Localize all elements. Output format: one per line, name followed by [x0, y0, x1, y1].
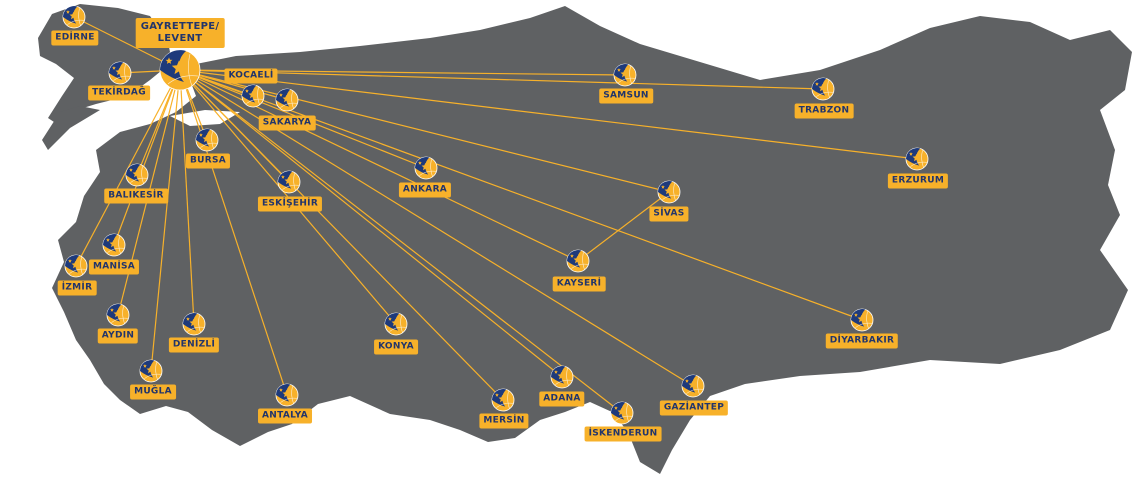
route-line-manisa	[113, 69, 181, 246]
marker-icon-ankara[interactable]	[414, 156, 438, 180]
marker-icon-sivas[interactable]	[657, 180, 681, 204]
city-label-mugla[interactable]: MUĞLA	[130, 384, 176, 400]
marker-icon-gaziantep[interactable]	[681, 374, 705, 398]
city-label-sakarya[interactable]: SAKARYA	[258, 115, 316, 131]
city-label-gaziantep[interactable]: GAZİANTEP	[659, 400, 729, 416]
route-line-adana	[179, 69, 563, 378]
marker-icon-antalya[interactable]	[275, 383, 299, 407]
marker-icon-edirne[interactable]	[62, 5, 86, 29]
marker-icon-kocaeli[interactable]	[241, 84, 265, 108]
marker-icon-manisa[interactable]	[102, 233, 126, 257]
hub-label-line2: LEVENT	[157, 33, 203, 44]
marker-icon-samsun[interactable]	[613, 63, 637, 87]
gallipoli-peninsula	[42, 106, 100, 150]
city-label-balikesir[interactable]: BALIKESİR	[104, 188, 168, 204]
marker-icon-diyarbakir[interactable]	[850, 308, 874, 332]
marker-icon-sakarya[interactable]	[275, 88, 299, 112]
city-label-edirne[interactable]: EDİRNE	[51, 30, 99, 46]
marker-icon-gayrettepe[interactable]	[159, 49, 201, 91]
route-line-mugla	[150, 69, 181, 372]
marker-icon-balikesir[interactable]	[125, 163, 149, 187]
marker-icon-mersin[interactable]	[491, 388, 515, 412]
hub-label-line1: GAYRETTEPE/	[140, 21, 220, 32]
city-label-mersin[interactable]: MERSİN	[479, 413, 529, 429]
city-label-aydin[interactable]: AYDIN	[97, 328, 139, 344]
city-label-antalya[interactable]: ANTALYA	[258, 408, 312, 424]
marker-icon-trabzon[interactable]	[811, 77, 835, 101]
city-label-izmir[interactable]: İZMİR	[57, 280, 97, 296]
route-line-erzurum	[179, 69, 918, 160]
marker-icon-izmir[interactable]	[64, 254, 88, 278]
city-label-samsun[interactable]: SAMSUN	[599, 88, 653, 104]
route-line-trabzon	[179, 69, 824, 90]
marker-icon-aydin[interactable]	[106, 303, 130, 327]
hub-label-gayrettepe[interactable]: GAYRETTEPE/ LEVENT	[135, 18, 225, 48]
city-label-bursa[interactable]: BURSA	[185, 153, 231, 169]
city-label-trabzon[interactable]: TRABZON	[794, 103, 854, 119]
route-line-iskenderun	[179, 69, 623, 414]
city-label-konya[interactable]: KONYA	[374, 339, 418, 355]
city-label-ankara[interactable]: ANKARA	[398, 182, 452, 198]
marker-icon-eskisehir[interactable]	[277, 170, 301, 194]
marker-icon-kayseri[interactable]	[566, 249, 590, 273]
route-line-diyarbakir	[179, 69, 863, 321]
city-label-manisa[interactable]: MANİSA	[88, 259, 140, 275]
route-line-izmir	[75, 69, 181, 267]
city-markers	[62, 5, 929, 425]
city-label-diyarbakir[interactable]: DİYARBAKIR	[825, 333, 899, 349]
city-label-kayseri[interactable]: KAYSERİ	[552, 276, 606, 292]
marker-icon-mugla[interactable]	[139, 359, 163, 383]
city-label-adana[interactable]: ADANA	[539, 391, 585, 407]
city-label-eskisehir[interactable]: ESKİŞEHİR	[257, 196, 323, 212]
city-label-erzurum[interactable]: ERZURUM	[887, 173, 949, 189]
marker-icon-konya[interactable]	[384, 312, 408, 336]
marker-icon-erzurum[interactable]	[905, 147, 929, 171]
city-label-iskenderun[interactable]: İSKENDERUN	[584, 426, 662, 442]
city-label-kocaeli[interactable]: KOCAELİ	[224, 68, 278, 84]
marker-icon-denizli[interactable]	[182, 312, 206, 336]
city-label-tekirdag[interactable]: TEKİRDAĞ	[88, 85, 150, 101]
route-line-antalya	[179, 69, 288, 396]
marker-icon-adana[interactable]	[550, 365, 574, 389]
city-label-sivas[interactable]: SİVAS	[649, 206, 689, 222]
city-label-denizli[interactable]: DENİZLİ	[168, 337, 220, 353]
anatolia-region	[52, 6, 1132, 474]
route-line-mersin	[179, 69, 504, 401]
marker-icon-tekirdag[interactable]	[108, 61, 132, 85]
marker-icon-bursa[interactable]	[195, 128, 219, 152]
marker-icon-iskenderun[interactable]	[610, 401, 634, 425]
route-line-denizli	[179, 69, 195, 325]
route-line-kayseri-sivas	[577, 191, 670, 262]
